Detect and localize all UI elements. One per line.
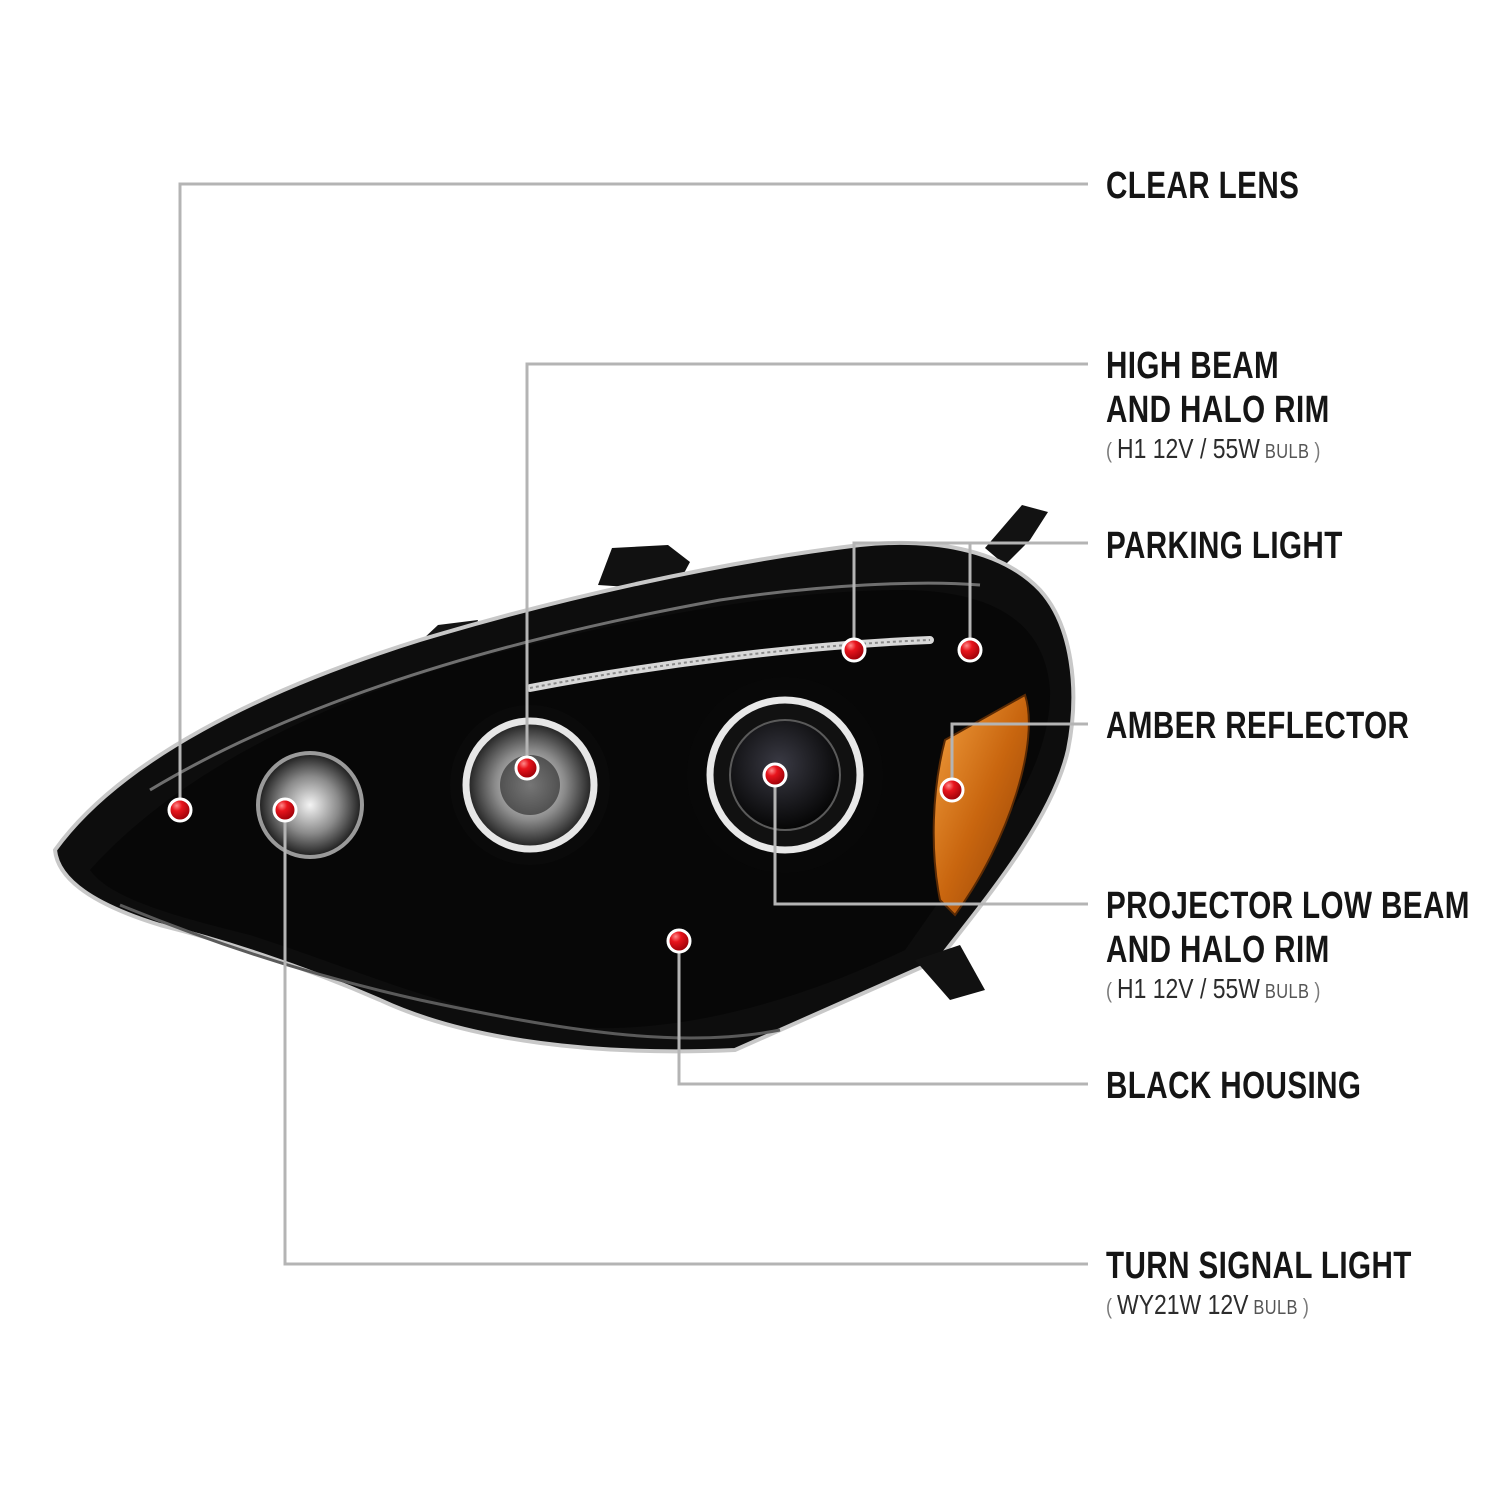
callout-title: HIGH BEAM: [1106, 345, 1280, 387]
callout-title-line2: AND HALO RIM: [1106, 929, 1330, 971]
callout-black-housing: BLACK HOUSING: [1106, 1067, 1433, 1111]
marker-parking-light-2: [957, 637, 983, 663]
marker-black-housing: [666, 928, 692, 954]
headlight-image: [52, 505, 1076, 1054]
leader-black-housing: [677, 941, 1088, 1086]
marker-amber-reflector: [939, 777, 965, 803]
marker-turn-signal: [272, 797, 298, 823]
callout-title: AMBER REFLECTOR: [1106, 705, 1410, 747]
callout-clear-lens: CLEAR LENS: [1106, 167, 1354, 211]
marker-high-beam: [514, 755, 540, 781]
callout-title: PROJECTOR LOW BEAM: [1106, 885, 1470, 927]
marker-projector-low-beam: [762, 762, 788, 788]
leader-turn-signal: [283, 810, 1088, 1266]
marker-clear-lens: [167, 797, 193, 823]
callout-amber-reflector: AMBER REFLECTOR: [1106, 707, 1495, 751]
leader-high-beam: [525, 362, 1088, 768]
leader-clear-lens: [178, 182, 1088, 808]
chrome-strip: [149, 581, 981, 792]
callout-parking-light: PARKING LIGHT: [1106, 527, 1409, 571]
markers: [167, 637, 983, 954]
callout-title-line2: AND HALO RIM: [1106, 389, 1330, 431]
mounting-tab: [985, 505, 1048, 565]
lower-bracket: [915, 945, 985, 1000]
leader-lines: [178, 182, 1088, 1266]
callout-title: BLACK HOUSING: [1106, 1065, 1362, 1107]
leader-parking-light: [852, 541, 1088, 650]
callout-title: CLEAR LENS: [1106, 165, 1300, 207]
callout-projector-low-beam: PROJECTOR LOW BEAM AND HALO RIM ( H1 12V…: [1106, 887, 1500, 1003]
leader-amber-reflector: [950, 722, 1088, 790]
callout-title: TURN SIGNAL LIGHT: [1106, 1245, 1412, 1287]
callout-title: PARKING LIGHT: [1106, 525, 1343, 567]
marker-parking-light: [841, 637, 867, 663]
amber-reflector-lens: [932, 693, 1030, 917]
leader-projector-low-beam: [773, 775, 1088, 906]
housing-lip: [119, 903, 781, 1040]
